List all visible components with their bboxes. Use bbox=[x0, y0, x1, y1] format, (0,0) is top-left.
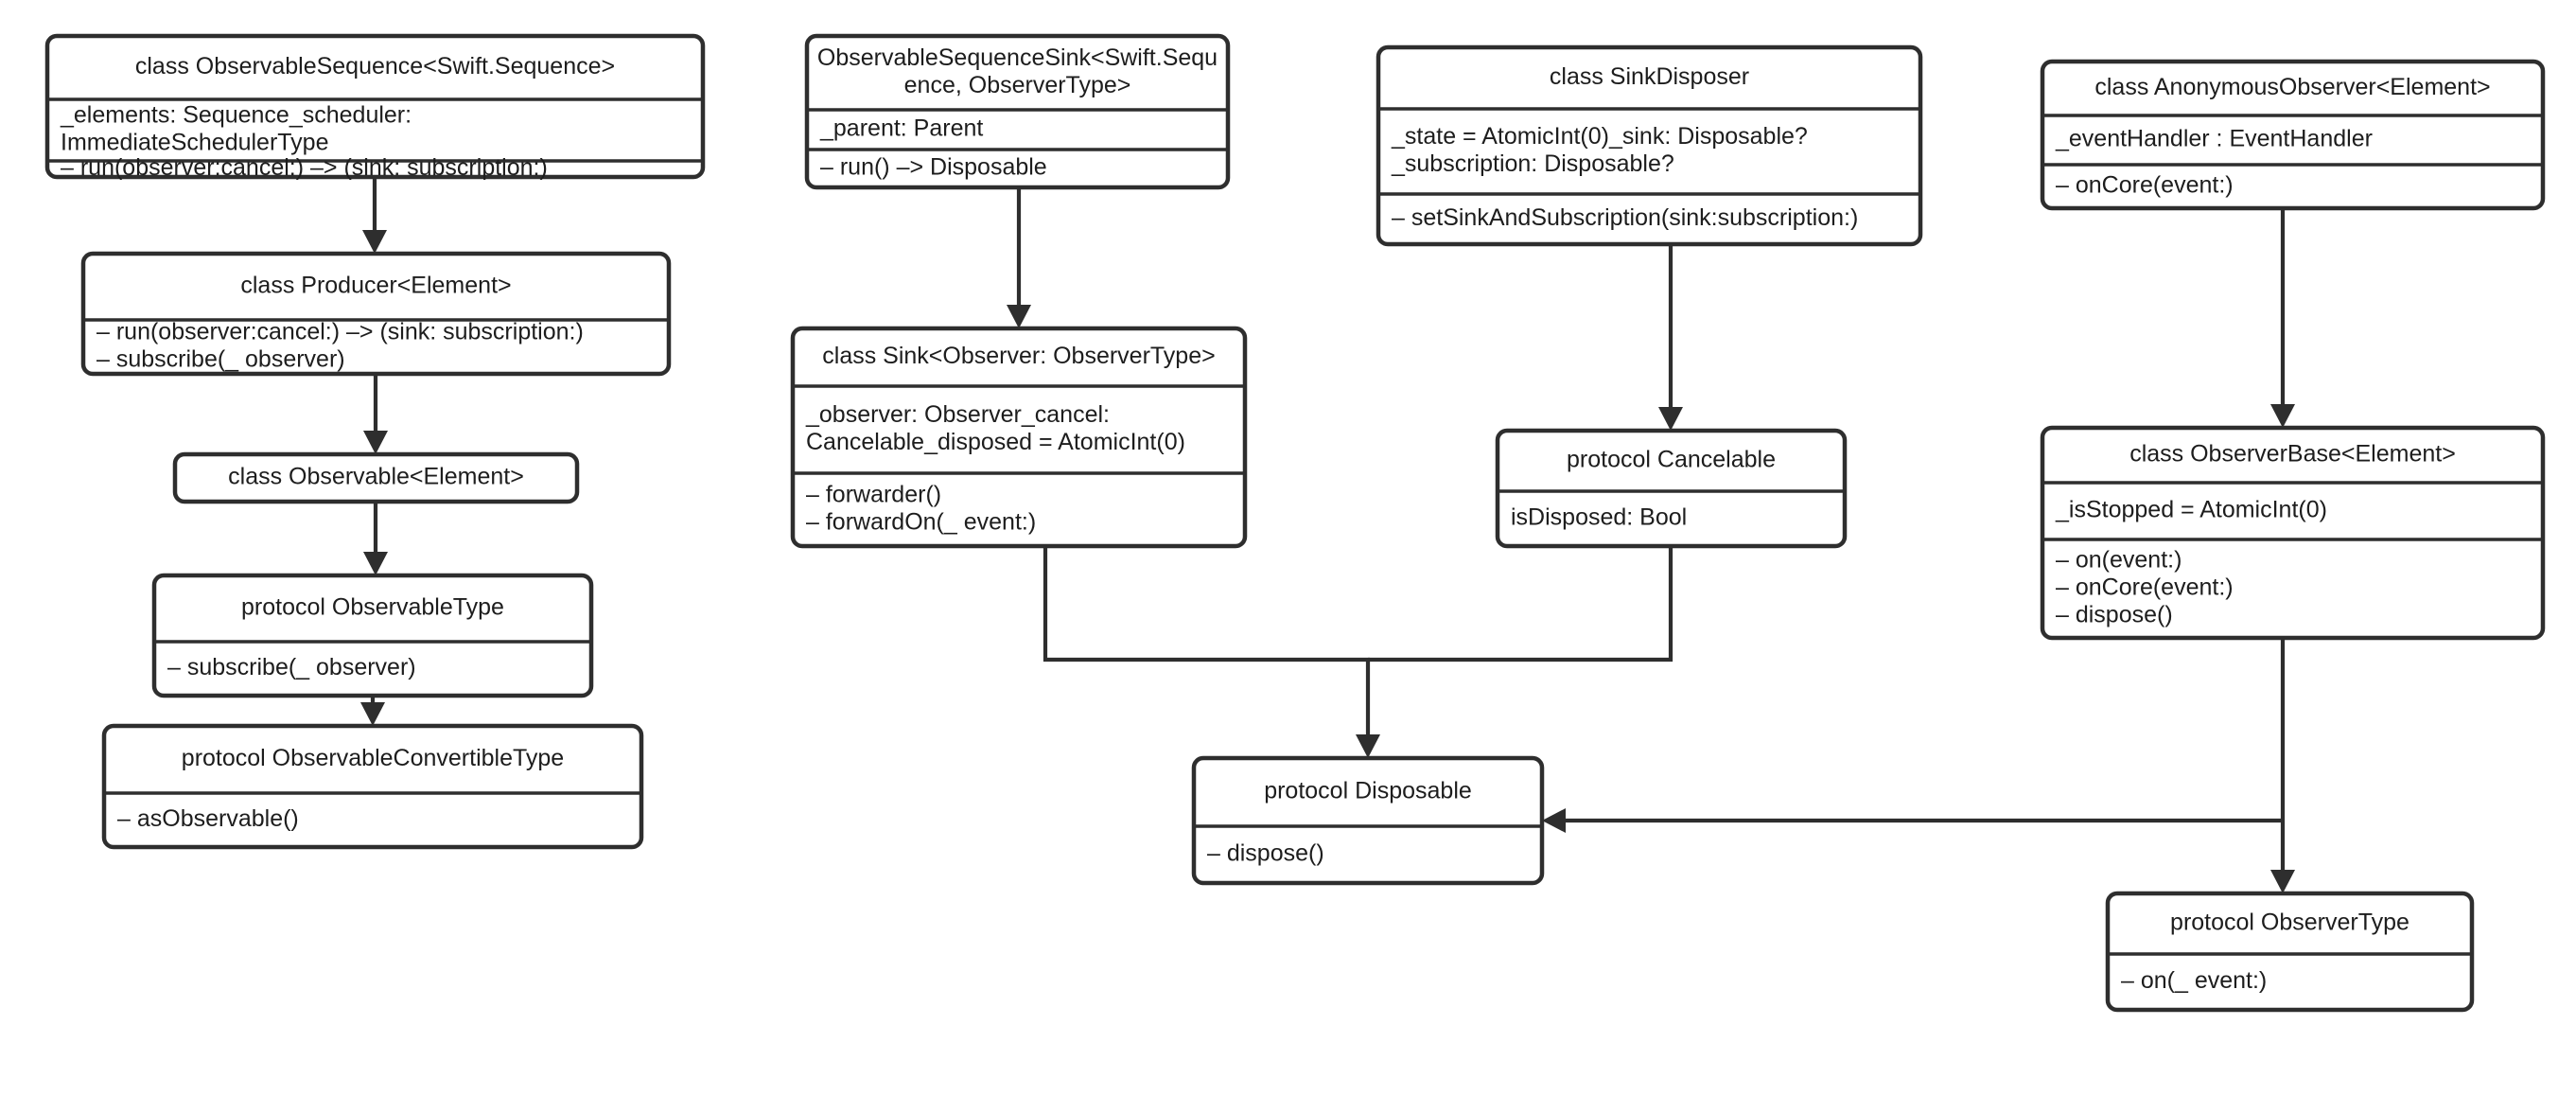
node-title-line: protocol ObservableConvertibleType bbox=[182, 745, 564, 771]
node-operation: – on(event:) bbox=[2056, 547, 2182, 574]
node-title-line: class SinkDisposer bbox=[1550, 63, 1749, 90]
node-attribute: _parent: Parent bbox=[819, 115, 983, 142]
node-attribute: _elements: Sequence_scheduler: bbox=[60, 102, 412, 129]
class-node-observable-sequence-sink[interactable]: ObservableSequenceSink<Swift.Sequence, O… bbox=[804, 33, 1231, 190]
node-attribute: Cancelable_disposed = AtomicInt(0) bbox=[806, 429, 1185, 455]
node-operation: – onCore(event:) bbox=[2056, 574, 2234, 601]
class-node-observable-type[interactable]: protocol ObservableType – subscribe(_ obs… bbox=[151, 573, 594, 698]
node-border bbox=[1495, 428, 1848, 549]
class-node-observer-base[interactable]: class ObserverBase<Element> _isStopped = … bbox=[2040, 425, 2546, 641]
edge-line bbox=[1368, 546, 1674, 662]
edge-arrowhead bbox=[2270, 870, 2295, 893]
node-operation: – run(observer:cancel:) –> (sink: subscr… bbox=[96, 319, 584, 345]
node-attribute: _subscription: Disposable? bbox=[1391, 150, 1674, 177]
edge-sink-to-disposable bbox=[1043, 546, 1380, 758]
class-node-observable-sequence[interactable]: class ObservableSequence<Swift.Sequence>… bbox=[44, 33, 706, 181]
node-title-line: protocol Disposable bbox=[1264, 778, 1472, 804]
node-operation: – forwardOn(_ event:) bbox=[806, 509, 1036, 536]
node-border bbox=[101, 723, 644, 850]
class-node-observable[interactable]: class Observable<Element> bbox=[172, 451, 580, 504]
node-title-line: protocol Cancelable bbox=[1567, 447, 1776, 473]
node-title-line: protocol ObservableType bbox=[241, 594, 504, 621]
node-attribute: ImmediateSchedulerType bbox=[61, 130, 328, 156]
node-operation: – subscribe(_ observer) bbox=[96, 346, 345, 373]
node-operation: – on(_ event:) bbox=[2121, 967, 2267, 994]
node-title-line: ObservableSequenceSink<Swift.Sequ bbox=[817, 44, 1218, 71]
node-operation: – subscribe(_ observer) bbox=[167, 654, 416, 680]
node-attribute: _isStopped = AtomicInt(0) bbox=[2055, 497, 2327, 523]
edge-arrowhead bbox=[2270, 404, 2295, 428]
node-border bbox=[2040, 425, 2546, 641]
edge-observer-base-to-disposable bbox=[1542, 808, 2283, 833]
edge-arrowhead bbox=[363, 552, 388, 575]
node-border bbox=[172, 451, 580, 504]
node-title-line: ence, ObserverType> bbox=[904, 72, 1131, 98]
class-node-observer-type[interactable]: protocol ObserverType – on(_ event:) bbox=[2105, 891, 2475, 1013]
node-operation: – asObservable() bbox=[117, 805, 299, 832]
node-attribute: _state = AtomicInt(0)_sink: Disposable? bbox=[1391, 123, 1808, 150]
edge-observable-to-observable-type bbox=[363, 502, 388, 575]
node-border bbox=[44, 33, 706, 180]
node-title-line: class Observable<Element> bbox=[228, 464, 524, 490]
edge-observable-sequence-sink-to-sink bbox=[1007, 187, 1031, 328]
node-operation: – dispose() bbox=[1207, 840, 1324, 867]
edge-line bbox=[1043, 546, 1371, 752]
node-border bbox=[2105, 891, 2475, 1013]
edge-arrowhead bbox=[1542, 808, 1566, 833]
edge-observable-type-to-observable-convertible-type bbox=[360, 696, 385, 726]
node-operation: – dispose() bbox=[2056, 602, 2173, 628]
node-title-line: class Producer<Element> bbox=[240, 273, 511, 299]
node-border bbox=[1191, 755, 1545, 886]
node-title-line: class Sink<Observer: ObserverType> bbox=[822, 343, 1215, 369]
node-title-line: class AnonymousObserver<Element> bbox=[2094, 74, 2490, 100]
edges-layer bbox=[360, 177, 2295, 893]
node-attribute: isDisposed: Bool bbox=[1511, 504, 1687, 531]
node-title-line: class ObserverBase<Element> bbox=[2129, 441, 2456, 468]
class-node-cancelable[interactable]: protocol Cancelable isDisposed: Bool bbox=[1495, 428, 1848, 549]
edge-arrowhead bbox=[360, 702, 385, 726]
edge-arrowhead bbox=[1007, 305, 1031, 328]
edge-anonymous-observer-to-observer-base bbox=[2270, 208, 2295, 428]
node-border bbox=[790, 326, 1248, 549]
node-attribute: _observer: Observer_cancel: bbox=[805, 401, 1110, 428]
node-attribute: _eventHandler : EventHandler bbox=[2055, 126, 2373, 152]
node-operation: – forwarder() bbox=[806, 482, 941, 508]
class-node-disposable[interactable]: protocol Disposable – dispose() bbox=[1191, 755, 1545, 886]
class-node-producer[interactable]: class Producer<Element> – run(observer:ca… bbox=[80, 251, 672, 377]
class-node-sink-disposer[interactable]: class SinkDisposer _state = AtomicInt(0)_… bbox=[1376, 44, 1923, 247]
node-border bbox=[80, 251, 672, 377]
node-operation: – run(observer:cancel:) –> (sink: subscr… bbox=[61, 154, 548, 181]
node-border bbox=[151, 573, 594, 698]
edge-observer-base-to-observer-type bbox=[2270, 638, 2295, 893]
edge-cancelable-to-disposable bbox=[1368, 546, 1674, 662]
edge-observable-sequence-to-producer bbox=[362, 177, 387, 254]
class-node-observable-convertible-type[interactable]: protocol ObservableConvertibleType – asOb… bbox=[101, 723, 644, 850]
edge-producer-to-observable bbox=[363, 374, 388, 454]
class-node-anonymous-observer[interactable]: class AnonymousObserver<Element> _eventHa… bbox=[2040, 59, 2546, 211]
node-border bbox=[2040, 59, 2546, 211]
node-title-line: protocol ObserverType bbox=[2170, 910, 2410, 936]
node-operation: – setSinkAndSubscription(sink:subscripti… bbox=[1392, 204, 1858, 231]
edge-arrowhead bbox=[1658, 407, 1683, 431]
node-title-line: class ObservableSequence<Swift.Sequence> bbox=[135, 53, 615, 80]
edge-arrowhead bbox=[363, 431, 388, 454]
class-node-sink[interactable]: class Sink<Observer: ObserverType> _obser… bbox=[790, 326, 1248, 549]
node-operation: – run() –> Disposable bbox=[820, 154, 1047, 181]
node-operation: – onCore(event:) bbox=[2056, 172, 2234, 199]
edge-arrowhead bbox=[362, 230, 387, 254]
nodes-layer: class ObservableSequence<Swift.Sequence>… bbox=[44, 33, 2546, 1013]
edge-arrowhead bbox=[1356, 734, 1380, 758]
edge-sink-disposer-to-cancelable bbox=[1658, 244, 1683, 431]
